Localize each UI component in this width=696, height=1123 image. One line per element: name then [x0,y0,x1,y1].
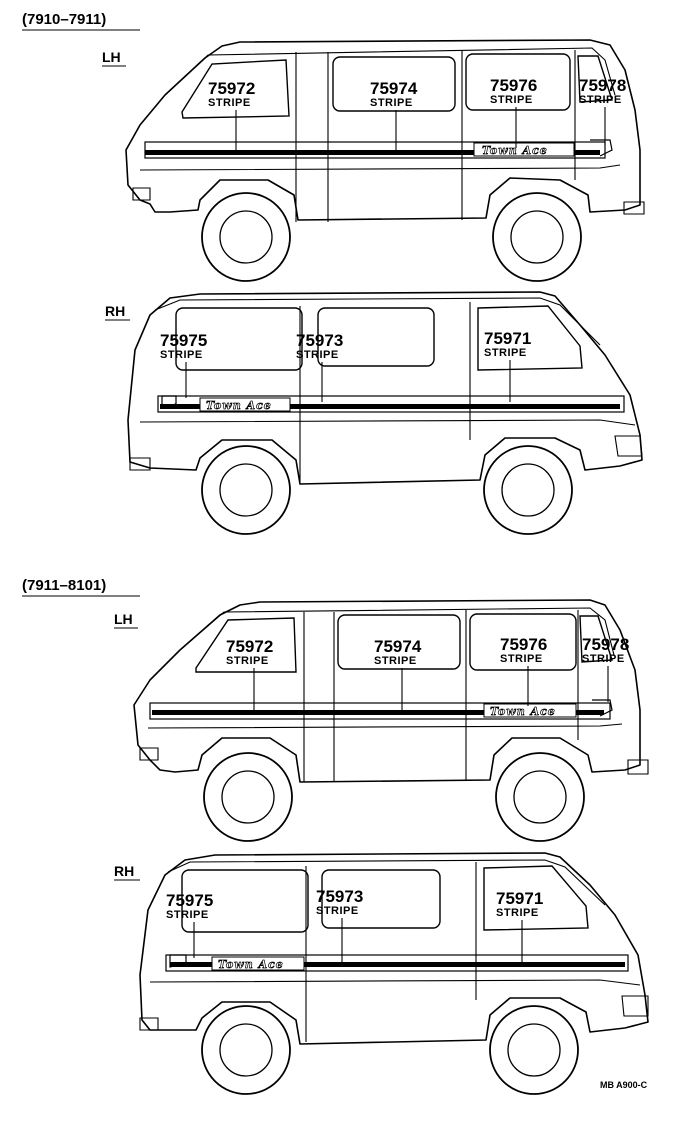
part-name: STRIPE [316,905,359,917]
callout-75974: 75974 STRIPE [374,637,422,710]
part-number: 75973 [296,331,343,350]
drawing-code: MB A900-C [600,1080,648,1090]
rear-wheel [495,752,585,842]
windows [175,305,583,371]
front-wheel [201,192,291,282]
rear-wheel [492,192,582,282]
side-stripe: Town Ace [149,699,613,720]
part-name: STRIPE [370,97,413,109]
callout-75974: 75974 STRIPE [370,79,418,150]
callout-75973: 75973 STRIPE [316,887,363,962]
part-number: 75973 [316,887,363,906]
windows [195,613,613,673]
part-name: STRIPE [496,907,539,919]
van-body-outline [139,852,649,1045]
part-number: 75974 [370,79,418,98]
town-ace-badge: Town Ace [490,705,556,718]
part-number: 75971 [484,329,531,348]
part-name: STRIPE [160,349,203,361]
front-wheel [201,1005,291,1095]
callout-75973: 75973 STRIPE [296,331,343,402]
period-label: (7911–8101) [22,577,106,594]
period-header-1: (7910–7911) [22,11,140,31]
part-name: STRIPE [166,909,209,921]
part-number: 75978 [579,76,626,95]
town-ace-badge: Town Ace [218,958,284,971]
side-label: RH [105,303,125,319]
callout-75976: 75976 STRIPE [490,76,537,148]
part-name: STRIPE [208,97,251,109]
callout-75972: 75972 STRIPE [226,637,273,710]
side-stripe: Town Ace [144,139,613,159]
part-name: STRIPE [296,349,339,361]
part-name: STRIPE [374,655,417,667]
side-label: LH [102,49,121,65]
part-name: STRIPE [579,94,622,106]
van-view-lh-1: LH Town Ace [102,39,645,282]
callout-75975: 75975 STRIPE [160,331,207,398]
period-header-2: (7911–8101) [22,577,140,597]
part-number: 75972 [208,79,255,98]
part-number: 75975 [166,891,213,910]
side-label: LH [114,611,133,627]
period-label: (7910–7911) [22,11,106,28]
callout-75971: 75971 STRIPE [496,889,543,962]
part-number: 75972 [226,637,273,656]
van-view-rh-2: RH Town Ace [114,852,649,1095]
part-number: 75976 [500,635,547,654]
van-view-rh-1: RH Town Ace [105,291,643,535]
part-number: 75978 [582,635,629,654]
town-ace-badge: Town Ace [482,144,548,157]
side-stripe: Town Ace [165,954,629,972]
van-view-lh-2: LH Town Ace [114,599,649,842]
callout-75978: 75978 STRIPE [582,635,629,702]
part-number: 75971 [496,889,543,908]
callout-75971: 75971 STRIPE [484,329,531,402]
part-name: STRIPE [484,347,527,359]
part-name: STRIPE [582,653,625,665]
callout-75978: 75978 STRIPE [579,76,626,145]
part-number: 75976 [490,76,537,95]
windows [181,53,613,119]
rear-wheel [483,445,573,535]
part-name: STRIPE [226,655,269,667]
callout-75976: 75976 STRIPE [500,635,547,706]
callout-75972: 75972 STRIPE [208,79,255,150]
rear-wheel [489,1005,579,1095]
side-label: RH [114,863,134,879]
van-body-outline [127,291,643,485]
van-body-outline [125,39,645,222]
part-number: 75975 [160,331,207,350]
van-body-outline [133,599,649,783]
callout-75975: 75975 STRIPE [166,891,213,958]
front-wheel [203,752,293,842]
part-number: 75974 [374,637,422,656]
part-name: STRIPE [490,94,533,106]
front-wheel [201,445,291,535]
windows [181,865,589,933]
town-ace-badge: Town Ace [206,399,272,412]
side-stripe: Town Ace [157,395,625,413]
part-name: STRIPE [500,653,543,665]
